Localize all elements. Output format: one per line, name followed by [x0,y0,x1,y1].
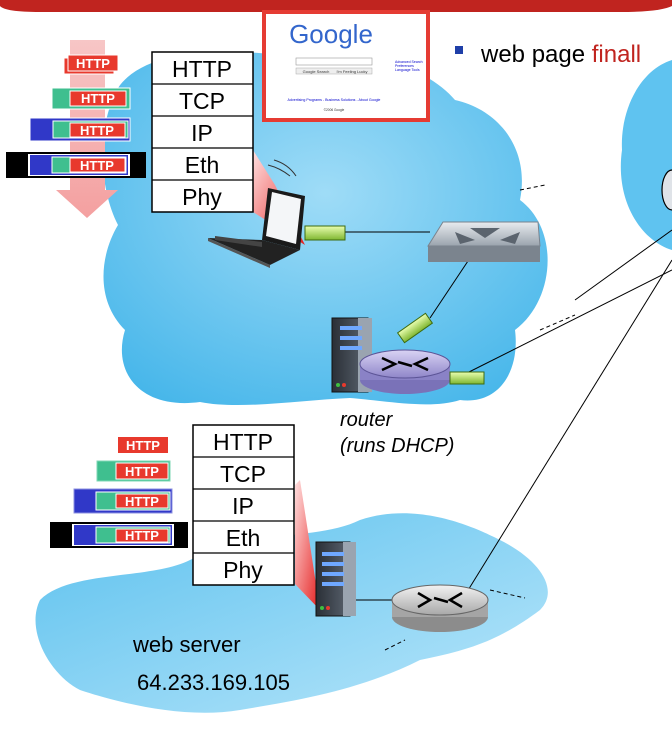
header-bullet-highlight: finall [592,41,641,68]
bullet-marker [455,46,463,54]
server-packet-eth-label: HTTP [125,528,159,543]
client-layer-eth: Eth [185,152,220,178]
client-layer-tcp: TCP [179,88,225,114]
client-layer-http: HTTP [172,56,232,82]
server-protocol-stack: HTTP TCP IP Eth Phy [192,424,295,586]
client-packet-ip: HTTP [29,117,131,142]
google-footer-links: Advertising Programs - Business Solution… [288,98,381,102]
google-page-thumbnail: Google Google Search I'm Feeling Lucky A… [262,10,430,122]
client-packet-eth-label: HTTP [80,158,114,173]
client-packet-ip-label: HTTP [80,123,114,138]
switch-icon [427,221,541,262]
isp-router-icon [391,584,489,632]
server-packet-tcp: HTTP [96,460,171,482]
header-bullet-prefix: web page [480,41,592,68]
web-server-ip: 64.233.169.105 [137,670,290,695]
google-search-button: Google Search [303,69,330,74]
router-icon [359,349,451,394]
router-connector-right [449,371,485,385]
server-packet-http: HTTP [118,437,168,453]
server-packet-ip-label: HTTP [125,494,159,509]
server-layer-http: HTTP [213,429,273,455]
client-packet-tcp-label: HTTP [81,91,115,106]
google-copyright: ©2006 Google [324,108,345,112]
web-server-label: web server [132,632,241,657]
laptop-connector [304,225,346,241]
google-lucky-button: I'm Feeling Lucky [337,69,368,74]
server-layer-tcp: TCP [220,461,266,487]
server-network-cloud [35,513,548,713]
client-packet-http-label: HTTP [76,56,110,71]
server-layer-ip: IP [232,493,254,519]
network-links [345,184,672,651]
router-label-line1: router [340,409,394,431]
google-preferences-link: Preferences [395,64,414,68]
google-logo: Google [289,19,373,49]
server-packet-ip: HTTP [73,488,173,514]
server-packet-eth: HTTP [50,522,188,548]
right-network-cloud [620,60,672,250]
laptop-icon [208,159,305,268]
router-label-line2: (runs DHCP) [340,435,454,457]
server-layer-phy: Phy [223,557,263,583]
router-connector-top [396,312,434,344]
header-bullet-text: web page finall [480,41,641,68]
header-bar [0,0,672,12]
server-packet-tcp-label: HTTP [125,464,159,479]
client-layer-phy: Phy [182,184,222,210]
google-advanced-link: Advanced Search [395,60,423,64]
client-layer-ip: IP [191,120,213,146]
client-packet-eth: HTTP [6,152,146,178]
client-packet-tcp: HTTP [51,87,131,110]
server-layer-eth: Eth [226,525,261,551]
client-protocol-stack: HTTP TCP IP Eth Phy [151,51,254,213]
google-language-link: Language Tools [395,68,420,72]
web-server-icon [315,541,356,617]
server-packet-http-label: HTTP [126,438,160,453]
client-packet-http: HTTP [63,54,119,75]
server-data-beam [295,480,320,610]
right-device-icon [661,169,672,211]
